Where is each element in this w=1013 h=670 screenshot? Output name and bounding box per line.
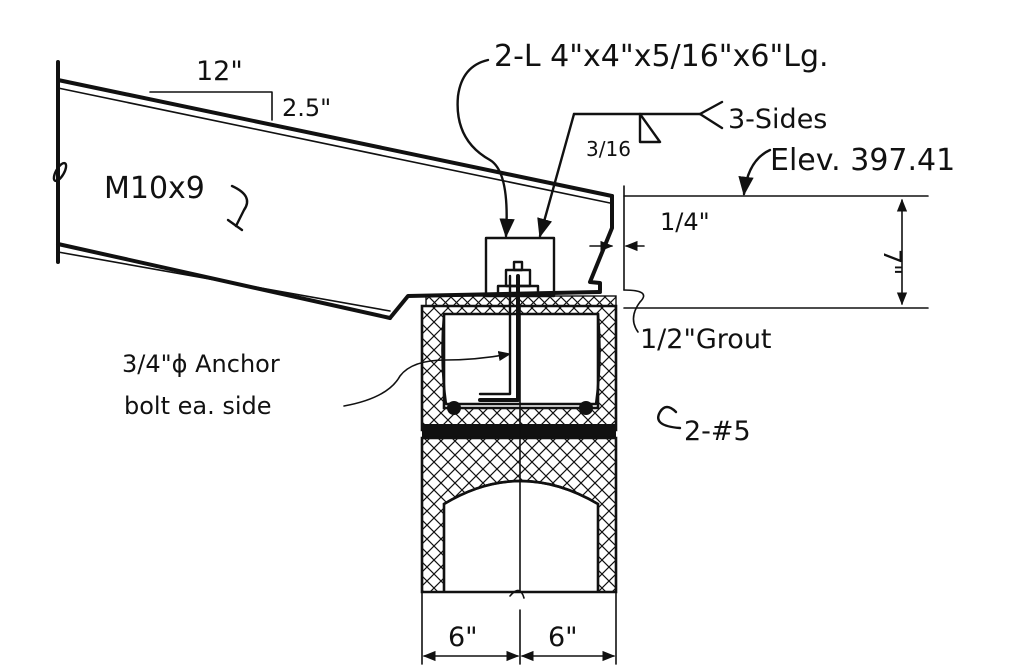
beam-end: [588, 194, 614, 292]
anchor-bolt-tip: [512, 260, 524, 272]
beam-break-symbol: [52, 161, 68, 183]
rebar-left: [447, 401, 461, 415]
weld-size-label: 3/16: [586, 137, 631, 161]
angles-leader: [456, 58, 515, 238]
steel-beam: M10x9: [52, 60, 614, 320]
anchor-bolt-shaft: [478, 274, 520, 402]
anchor-label-line1: 3/4"ϕ Anchor: [122, 350, 280, 378]
width-right-label: 6": [548, 622, 578, 653]
anchor-bolt: 3/4"ϕ Anchor bolt ea. side: [122, 260, 540, 420]
anchor-leader: [343, 350, 512, 407]
bond-beam-stirrup: [441, 312, 601, 406]
grout-callout: 1/2"Grout: [425, 289, 772, 355]
slope-triangle-lines: [149, 91, 273, 121]
rebar-right: [579, 401, 593, 415]
angles-label: 2-L 4"x4"x5/16"x6"Lg.: [494, 39, 829, 74]
elevation-leader: [738, 148, 772, 196]
weld-tail: [698, 100, 724, 130]
height-label: 7": [878, 249, 906, 275]
weld-arrow-line: [537, 112, 576, 238]
grout-label: 1/2"Grout: [640, 324, 772, 355]
bond-beam: [420, 304, 618, 438]
height-dimension: 7": [623, 198, 929, 309]
rebar-callout: 2-#5: [657, 405, 751, 447]
weld-fillet-triangle: [638, 112, 662, 144]
cmu-wall: [420, 305, 618, 599]
beam-top-flange: [56, 78, 614, 198]
width-dimensions: 6" 6": [421, 591, 617, 665]
anchor-label-line2: bolt ea. side: [124, 392, 272, 420]
rebar-leader: [657, 405, 682, 430]
beam-label-leader: [230, 184, 249, 228]
slope-indicator: 12" 2.5": [149, 56, 331, 122]
slope-run-label: 12": [196, 56, 243, 87]
mortar-joint: [422, 424, 616, 438]
slope-rise-label: 2.5": [282, 94, 331, 122]
anchor-bolt-shaft-inner: [478, 274, 512, 396]
beam-label-leader-tick: [226, 218, 244, 232]
beam-label: M10x9: [104, 171, 205, 206]
grout-layer: [425, 295, 617, 307]
beam-top-flange-inner: [57, 87, 611, 204]
grout-leader: [623, 289, 645, 333]
clip-angles: 2-L 4"x4"x5/16"x6"Lg.: [456, 39, 829, 298]
elevation-marker: Elev. 397.41: [623, 143, 955, 291]
weld-note-label: 3-Sides: [728, 104, 827, 135]
width-left-label: 6": [448, 622, 478, 653]
weld-symbol: 3/16 3-Sides: [537, 100, 827, 238]
elevation-label: Elev. 397.41: [770, 143, 955, 178]
beam-bottom-flange-inner: [57, 251, 391, 312]
rebar-label: 2-#5: [684, 416, 751, 447]
wall-break-symbol: [509, 589, 525, 599]
cmu-block: [420, 436, 618, 594]
gap-dimension: 1/4": [589, 208, 710, 252]
gap-label: 1/4": [660, 208, 710, 236]
anchor-bolt-washer: [496, 284, 540, 296]
